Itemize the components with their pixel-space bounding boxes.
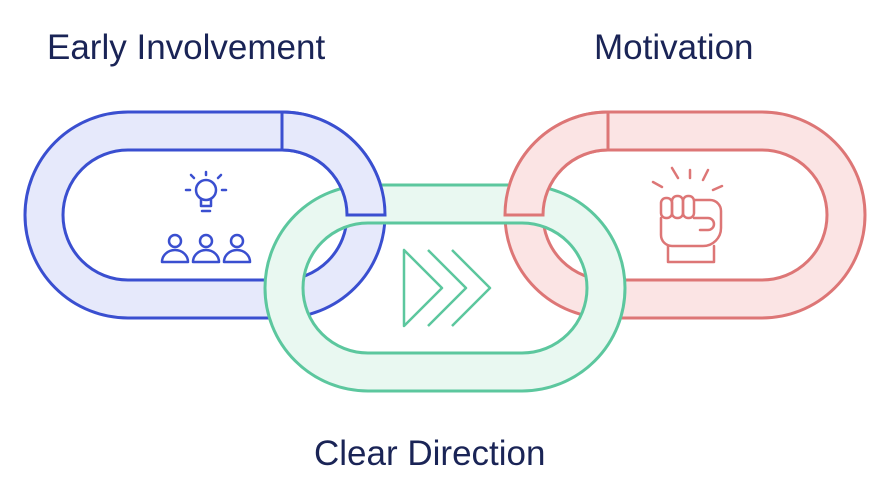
- early-involvement-label: Early Involvement: [47, 28, 326, 67]
- motivation-label: Motivation: [594, 28, 754, 67]
- clear-direction-label: Clear Direction: [314, 434, 546, 473]
- lightbulb-team-icon: [160, 170, 252, 264]
- fast-forward-arrows-icon: [402, 248, 492, 328]
- raised-fist-icon: [651, 166, 724, 264]
- chain-link-clear-direction: [263, 183, 627, 393]
